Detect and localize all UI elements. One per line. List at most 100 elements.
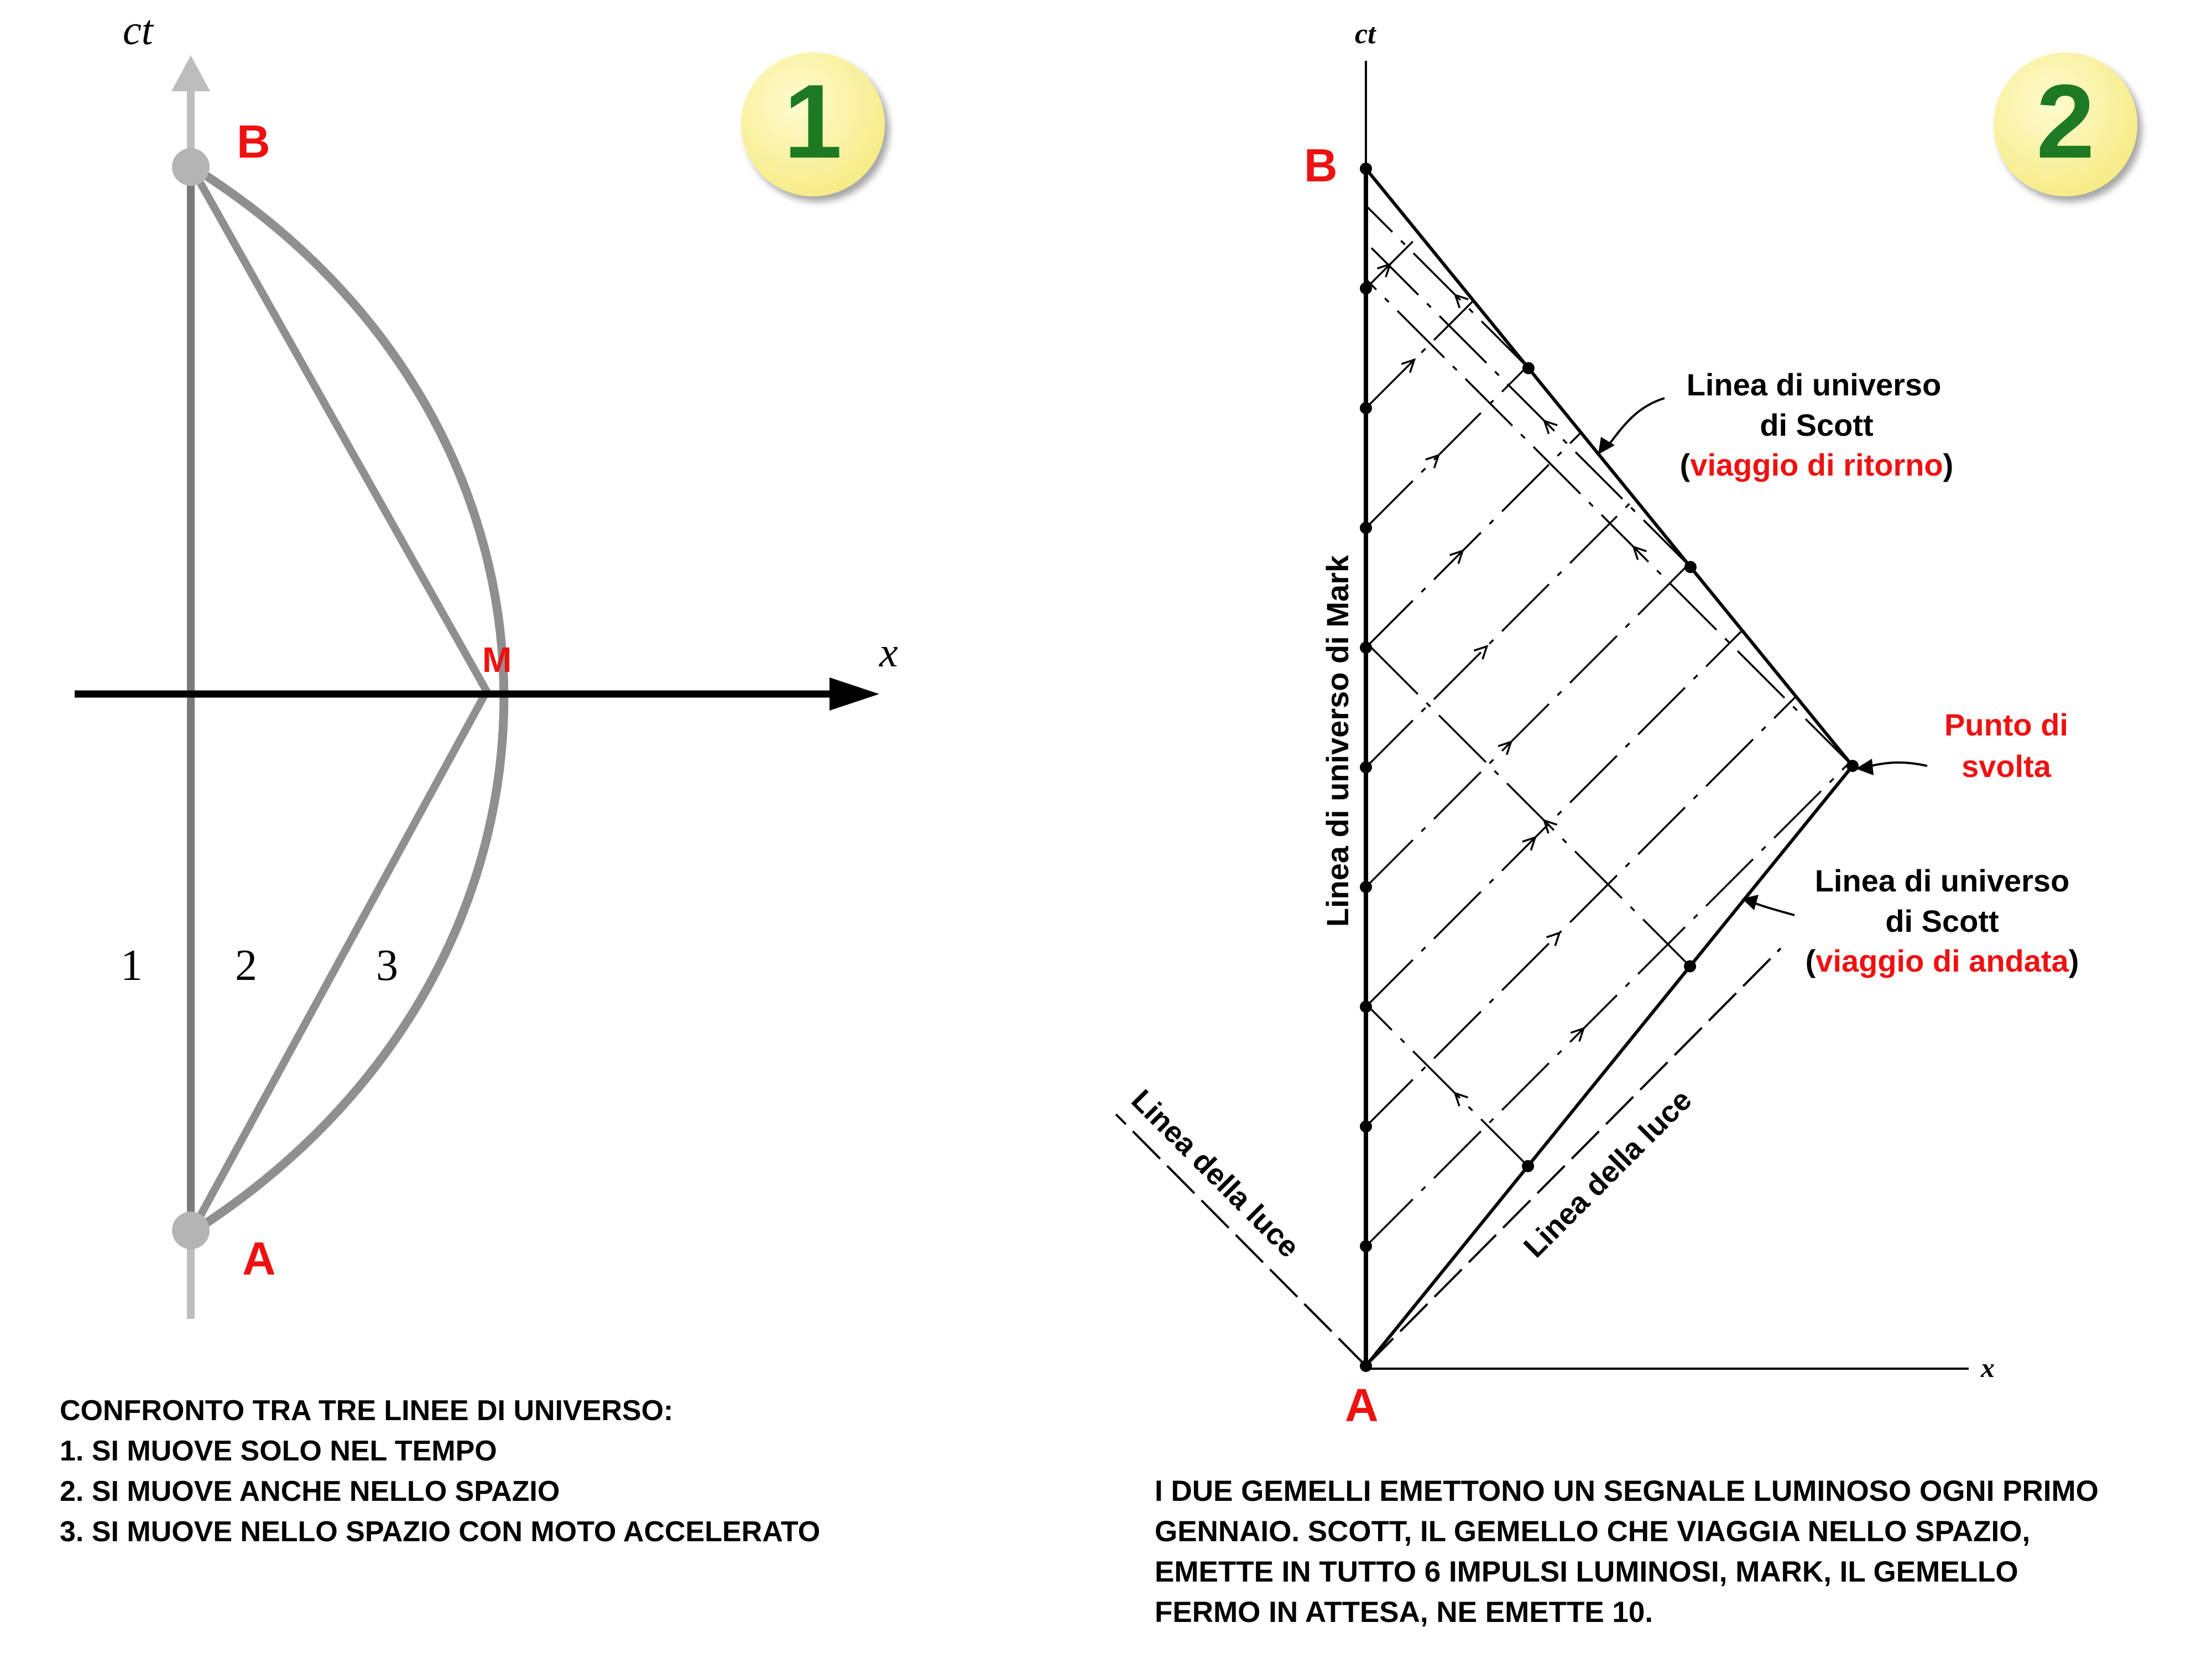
signal-arrowhead bbox=[1632, 545, 1647, 560]
panel-1-caption-line: 3. SI MUOVE NELLO SPAZIO CON MOTO ACCELE… bbox=[60, 1516, 821, 1548]
turning-point-pointer bbox=[1863, 761, 1928, 769]
scott-out-close-paren: ) bbox=[2069, 943, 2079, 978]
panel-2: 2 ct x B A Linea di universo di Mark Lin… bbox=[1115, 18, 2137, 1431]
mark-event-dot bbox=[1360, 163, 1372, 175]
panel-1-caption-line: 2. SI MUOVE ANCHE NELLO SPAZIO bbox=[60, 1475, 560, 1507]
mark-signal-line bbox=[1365, 498, 1636, 768]
signal-arrowhead bbox=[1498, 740, 1513, 755]
light-line-right bbox=[1365, 947, 1782, 1367]
world-line-2 bbox=[187, 164, 491, 1235]
turning-point-label-line2: svolta bbox=[1961, 749, 2052, 784]
scott-return-open-paren: ( bbox=[1680, 447, 1691, 482]
mark-signal-line bbox=[1365, 366, 1528, 529]
scott-signal-line bbox=[1365, 205, 1530, 369]
scott-signal-line bbox=[1365, 278, 1854, 767]
scott-return-red: viaggio di ritorno bbox=[1690, 447, 1943, 482]
point-m-label-1: M bbox=[482, 640, 512, 680]
mark-signal-line bbox=[1365, 564, 1689, 888]
signal-arrowhead bbox=[1542, 818, 1558, 834]
mark-signal-line bbox=[1365, 431, 1582, 649]
x-label-2: x bbox=[1980, 1352, 1995, 1383]
scott-signal-line bbox=[1365, 641, 1691, 967]
turning-point-pointer-head bbox=[1856, 759, 1874, 775]
turning-point-label-line1: Punto di bbox=[1944, 707, 2068, 742]
mark-signal-line bbox=[1365, 629, 1743, 1008]
signal-arrowhead bbox=[1570, 1027, 1585, 1042]
mark-event-dot bbox=[1360, 641, 1372, 654]
mark-event-dot bbox=[1360, 282, 1372, 295]
mark-event-dot bbox=[1360, 402, 1372, 414]
x-label-1: x bbox=[879, 629, 898, 676]
mark-event-dot bbox=[1360, 761, 1372, 774]
mark-event-dot bbox=[1360, 1360, 1372, 1372]
signal-arrowhead bbox=[1453, 293, 1469, 309]
badge-2-number: 2 bbox=[2036, 63, 2095, 180]
line-label-3: 3 bbox=[376, 941, 398, 990]
point-a-label-1: A bbox=[242, 1233, 276, 1285]
scott-return-close-paren: ) bbox=[1943, 447, 1954, 482]
scott-event-dot bbox=[1522, 362, 1535, 374]
scott-out-label-line2: di Scott bbox=[1885, 904, 1999, 938]
signal-arrowheads bbox=[1376, 262, 1647, 1107]
panel-1-caption: CONFRONTO TRA TRE LINEE DI UNIVERSO: 1. … bbox=[60, 1391, 820, 1552]
panel-2-caption-line: I DUE GEMELLI EMETTONO UN SEGNALE LUMINO… bbox=[1155, 1475, 2099, 1507]
signal-arrowhead bbox=[1522, 836, 1537, 851]
scott-out-pointer bbox=[1750, 900, 1795, 916]
signal-arrowhead bbox=[1425, 453, 1440, 469]
scott-return-label-line1: Linea di universo bbox=[1687, 367, 1942, 402]
scott-out-label-line3: (viaggio di andata) bbox=[1806, 943, 2079, 978]
panel-2-caption-line: FERMO IN ATTESA, NE EMETTE 10. bbox=[1155, 1596, 1653, 1629]
mark-event-dot bbox=[1360, 1000, 1372, 1013]
scott-out-pointer-head bbox=[1742, 895, 1759, 910]
badge-1: 1 bbox=[741, 53, 885, 196]
mark-world-line-label: Linea di universo di Mark bbox=[1320, 555, 1355, 927]
scott-event-dot bbox=[1684, 561, 1697, 573]
signal-arrowhead bbox=[1543, 419, 1558, 435]
mark-event-dot bbox=[1360, 1120, 1372, 1133]
scott-event-dot bbox=[1522, 1160, 1535, 1172]
mark-event-dot bbox=[1360, 521, 1372, 534]
ct-label-2: ct bbox=[1355, 18, 1376, 50]
scott-outbound-line bbox=[1364, 765, 1854, 1367]
scott-event-dot bbox=[1684, 960, 1697, 973]
ct-label-1: ct bbox=[123, 7, 154, 54]
scott-return-pointer bbox=[1605, 397, 1665, 449]
badge-2: 2 bbox=[1994, 53, 2137, 196]
scott-event-dot bbox=[1846, 760, 1859, 772]
signal-arrowhead bbox=[1401, 358, 1416, 373]
scott-return-label-line2: di Scott bbox=[1760, 408, 1873, 442]
world-line-3 bbox=[188, 162, 509, 1237]
x-axis-1-arrowhead bbox=[830, 677, 879, 711]
badge-1-number: 1 bbox=[784, 63, 842, 180]
scott-out-red: viaggio di andata bbox=[1815, 943, 2069, 978]
panel-1-caption-line: 1. SI MUOVE SOLO NEL TEMPO bbox=[60, 1435, 497, 1467]
scott-return-label-line3: (viaggio di ritorno) bbox=[1680, 447, 1954, 482]
scott-signal-line bbox=[1365, 1003, 1529, 1167]
panel-2-caption-line: GENNAIO. SCOTT, IL GEMELLO CHE VIAGGIA N… bbox=[1155, 1515, 2031, 1548]
line-label-1: 1 bbox=[121, 941, 143, 990]
line-label-2: 2 bbox=[235, 941, 257, 990]
point-b-dot-1 bbox=[172, 148, 210, 186]
scott-out-label-line1: Linea di universo bbox=[1815, 863, 2070, 898]
mark-event-dot bbox=[1360, 881, 1372, 893]
point-a-label-2: A bbox=[1345, 1379, 1379, 1431]
ct-axis-1-arrowhead bbox=[171, 55, 210, 91]
signal-arrowhead bbox=[1453, 1092, 1469, 1107]
point-b-label-2: B bbox=[1304, 139, 1338, 191]
signal-arrowhead bbox=[1473, 645, 1489, 660]
mark-signal-line bbox=[1365, 761, 1851, 1247]
panel-2-caption: I DUE GEMELLI EMETTONO UN SEGNALE LUMINO… bbox=[1155, 1471, 2099, 1632]
panel-1: 1 ct x B A M 1 2 3 bbox=[75, 7, 898, 1319]
panel-1-caption-line: CONFRONTO TRA TRE LINEE DI UNIVERSO: bbox=[60, 1395, 674, 1427]
mark-signal-line bbox=[1365, 300, 1474, 409]
signal-arrowhead bbox=[1546, 931, 1561, 946]
scott-return-line bbox=[1364, 168, 1854, 767]
scott-signal-line bbox=[1365, 242, 1692, 568]
point-a-dot-1 bbox=[172, 1212, 210, 1249]
mark-signal-line bbox=[1365, 696, 1797, 1128]
light-line-right-label: Linea della luce bbox=[1517, 1083, 1698, 1264]
signal-arrowhead bbox=[1449, 549, 1464, 564]
panel-2-caption-line: EMETTE IN TUTTO 6 IMPULSI LUMINOSI, MARK… bbox=[1155, 1556, 2018, 1588]
mark-event-dot bbox=[1360, 1240, 1372, 1253]
